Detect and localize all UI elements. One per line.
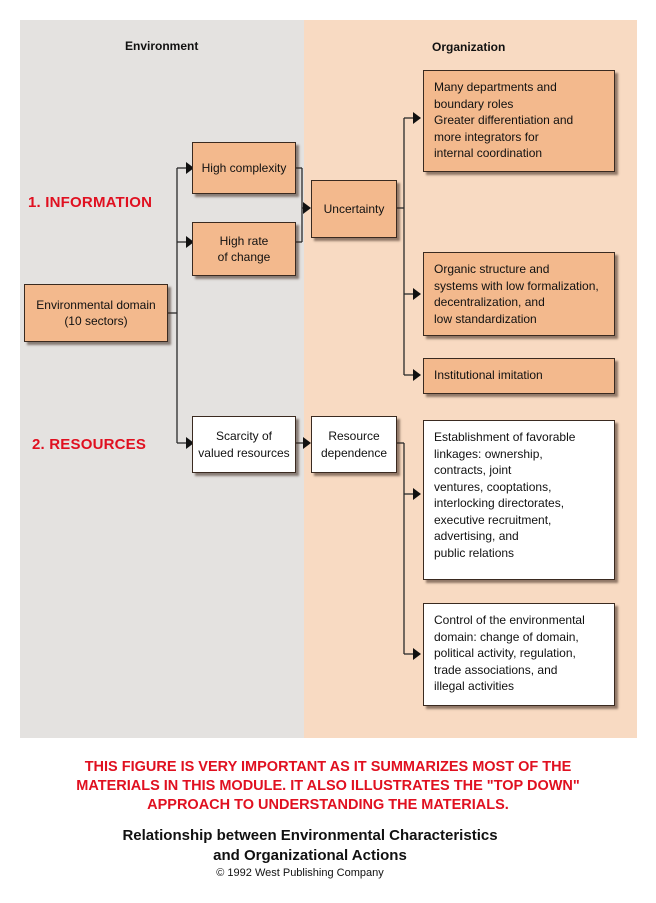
information-category-label: 1. INFORMATION — [28, 194, 153, 211]
institutional-imitation-box: Institutional imitation — [423, 358, 615, 394]
uncertainty-box: Uncertainty — [311, 180, 397, 238]
environmental-domain-box: Environmental domain (10 sectors) — [24, 284, 168, 342]
arrow-to-uncertainty — [303, 202, 311, 214]
favorable-linkages-box: Establishment of favorable linkages: own… — [423, 420, 615, 580]
environmental-domain-label: Environmental domain (10 sectors) — [36, 297, 156, 329]
high-rate-of-change-label: High rate of change — [217, 233, 271, 265]
arrow-to-rate — [186, 236, 194, 248]
many-departments-box: Many departments and boundary roles Grea… — [423, 70, 615, 172]
organization-header: Organization — [432, 40, 506, 54]
arrow-to-resource-dependence — [303, 437, 311, 449]
organic-structure-box: Organic structure and systems with low f… — [423, 252, 615, 336]
arrow-to-complexity — [186, 162, 194, 174]
arrow-to-scarcity — [186, 437, 194, 449]
arrow-to-departments — [413, 112, 421, 124]
arrow-to-organic — [413, 288, 421, 300]
control-domain-label: Control of the environmental domain: cha… — [434, 613, 585, 693]
resources-category-label: 2. RESOURCES — [32, 436, 147, 453]
arrow-to-linkages — [413, 488, 421, 500]
scarcity-label: Scarcity of valued resources — [198, 429, 290, 460]
importance-note: THIS FIGURE IS VERY IMPORTANT AS IT SUMM… — [76, 759, 580, 813]
scarcity-box: Scarcity of valued resources — [192, 416, 296, 473]
uncertainty-label: Uncertainty — [323, 201, 385, 216]
resource-dependence-label: Resource dependence — [320, 429, 388, 460]
copyright-notice: © 1992 West Publishing Company — [216, 867, 384, 879]
figure-caption: Relationship between Environmental Chara… — [122, 827, 498, 864]
organic-structure-label: Organic structure and systems with low f… — [434, 262, 599, 326]
resource-dependence-box: Resource dependence — [311, 416, 397, 473]
environment-header: Environment — [125, 39, 199, 53]
high-complexity-box: High complexity — [192, 142, 296, 194]
arrow-to-imitation — [413, 369, 421, 381]
favorable-linkages-label: Establishment of favorable linkages: own… — [434, 430, 576, 560]
high-complexity-label: High complexity — [201, 160, 287, 175]
high-rate-of-change-box: High rate of change — [192, 222, 296, 276]
control-domain-box: Control of the environmental domain: cha… — [423, 603, 615, 706]
institutional-imitation-label: Institutional imitation — [434, 368, 543, 382]
arrow-to-control — [413, 648, 421, 660]
environment-panel — [20, 20, 304, 738]
many-departments-label: Many departments and boundary roles Grea… — [434, 80, 574, 160]
